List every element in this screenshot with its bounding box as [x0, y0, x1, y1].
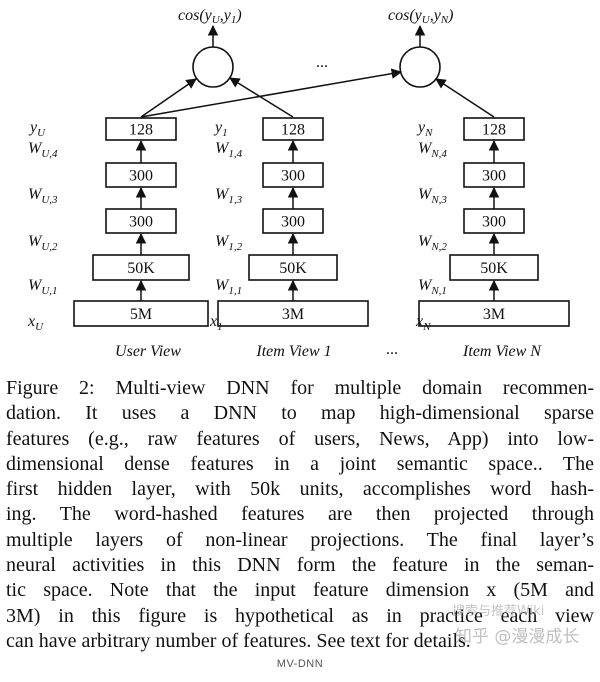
footer-label: MV-DNN — [276, 658, 324, 670]
layer-label-item-n-4: 3M — [483, 306, 505, 323]
outputs-ellipsis: ... — [316, 54, 328, 71]
weight-label-item-n-3: WN,1 — [418, 277, 447, 297]
layer-label-item-n-1: 300 — [482, 168, 506, 185]
watermark-zhihu: 知乎 @漫漫成长 — [455, 627, 580, 647]
weight-label-user-1: WU,3 — [28, 186, 58, 206]
layer-box-item-n-3 — [449, 254, 539, 281]
caption-line: ing. The word-hashed features are then p… — [6, 503, 594, 526]
watermark-wiki: 搜索与推荐Wiki — [452, 604, 545, 619]
layer-label-item-n-2: 300 — [482, 214, 506, 231]
caption-line: dimensional dense features in a joint se… — [6, 452, 594, 475]
weight-label-item-1-0: W1,4 — [215, 140, 243, 160]
layer-label-user-2: 300 — [129, 214, 153, 231]
output-var-item-1: y1 — [213, 119, 228, 139]
layer-label-item-1-0: 128 — [281, 122, 305, 139]
layer-label-user-0: 128 — [129, 122, 153, 139]
views-ellipsis: ... — [386, 341, 398, 358]
caption-line: features (e.g., raw features of users, N… — [6, 427, 594, 450]
weight-label-item-1-1: W1,3 — [215, 186, 243, 206]
weight-label-item-n-0: WN,4 — [418, 140, 447, 160]
weight-label-user-0: WU,4 — [28, 140, 58, 160]
layer-box-item-n-2 — [463, 208, 525, 234]
caption-line: Figure 2: Multi-view DNN for multiple do… — [6, 377, 594, 399]
layer-label-item-1-2: 300 — [281, 214, 305, 231]
layer-box-item-1-3 — [248, 254, 338, 281]
figure-caption: Figure 2: Multi-view DNN for multiple do… — [6, 376, 594, 654]
caption-line: can have arbitrary number of features. S… — [6, 629, 471, 652]
tower-item-1: 128 300 300 50K 3M W1,4W1,3W1,2W1,1 y1 x1 — [209, 117, 369, 333]
weight-label-item-n-2: WN,2 — [418, 233, 447, 253]
layer-box-item-1-4 — [217, 300, 369, 327]
layer-label-user-4: 5M — [130, 306, 152, 323]
layer-label-item-1-3: 50K — [279, 260, 307, 277]
caption-line: first hidden layer, with 50k units, acco… — [6, 478, 594, 501]
mv-dnn-diagram: cos(yU,y1) cos(yU,yN) ... 128 300 300 50K 5M… — [27, 7, 570, 360]
caption-line: neural activities in this DNN form the f… — [6, 554, 594, 577]
view-label-user: User View — [115, 343, 181, 360]
layer-label-user-3: 50K — [127, 260, 155, 277]
layer-box-user-1 — [105, 162, 177, 188]
output-var-item-n: yN — [416, 119, 433, 139]
tower-item-n: 128 300 300 50K 3M WN,4WN,3WN,2WN,1 yN xN — [415, 117, 570, 333]
input-var-item-1: x1 — [209, 313, 223, 333]
weight-label-user-3: WU,1 — [28, 277, 58, 297]
view-label-item-1: Item View 1 — [255, 343, 331, 360]
input-var-item-n: xN — [415, 313, 431, 333]
layer-label-item-1-4: 3M — [282, 306, 304, 323]
layer-label-item-n-3: 50K — [480, 260, 508, 277]
layer-label-item-1-1: 300 — [281, 168, 305, 185]
weight-label-item-1-2: W1,2 — [215, 233, 243, 253]
output-label-left: cos(yU,y1) — [178, 7, 242, 26]
layer-label-item-n-0: 128 — [482, 122, 506, 139]
weight-label-item-n-1: WN,3 — [418, 186, 447, 206]
view-label-item-n: Item View N — [462, 343, 542, 360]
output-label-right: cos(yU,yN) — [388, 7, 454, 26]
input-var-user: xU — [27, 313, 44, 333]
weight-label-item-1-3: W1,1 — [215, 277, 242, 297]
caption-line: 3M) in this figure is hypothetical as in… — [6, 604, 594, 627]
output-var-user: yU — [28, 119, 46, 139]
layer-label-user-1: 300 — [129, 168, 153, 185]
tower-user: 128 300 300 50K 5M WU,4WU,3WU,2WU,1 yU xU — [27, 117, 209, 333]
caption-line: tic space. Note that the input feature d… — [6, 579, 594, 602]
caption-line: multiple layers of non-linear projection… — [6, 528, 594, 551]
caption-line: dation. It uses a DNN to map high-dimens… — [6, 402, 594, 425]
cosine-node-left — [192, 46, 234, 88]
weight-label-user-2: WU,2 — [28, 233, 58, 253]
cosine-node-right — [399, 46, 441, 88]
